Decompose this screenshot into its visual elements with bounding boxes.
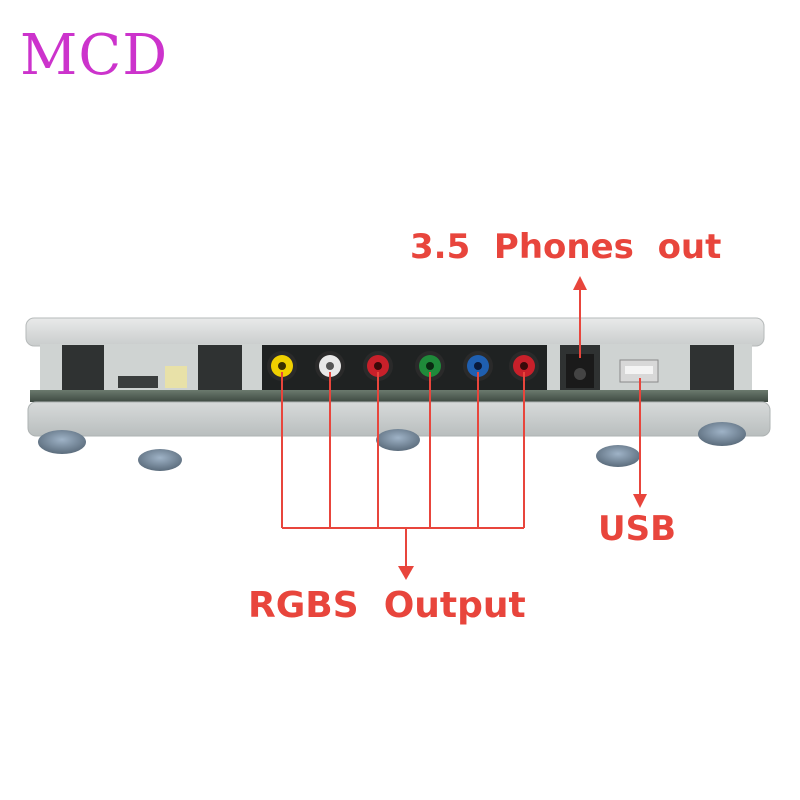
header-pins [118, 376, 158, 388]
usb-arrow-head [633, 494, 647, 508]
component [165, 366, 187, 388]
phones-arrow-head [573, 276, 587, 290]
jack-red-2 [509, 351, 539, 381]
rgbs-bracket-lines [281, 372, 525, 572]
jack-red-1 [363, 351, 393, 381]
rubber-foot [38, 430, 86, 454]
rgbs-arrow-head [398, 566, 414, 580]
jack-white [315, 351, 345, 381]
connector-block-left [62, 345, 104, 391]
rubber-foot [698, 422, 746, 446]
pcb-board [30, 390, 768, 402]
audio-jack-3-5mm [566, 354, 594, 388]
rgbs-output-label: RGBS Output [248, 585, 526, 626]
jack-green [415, 351, 445, 381]
connector-block [198, 345, 242, 391]
top-acrylic-plate [25, 317, 765, 347]
usb-label: USB [598, 509, 677, 549]
rubber-foot [376, 429, 420, 451]
rubber-foot [138, 449, 182, 471]
phones-out-label: 3.5 Phones out [410, 227, 722, 267]
jack-yellow [267, 351, 297, 381]
jack-blue [463, 351, 493, 381]
connector-block-right [690, 345, 734, 391]
brand-logo: MCD [20, 23, 169, 88]
jack-panel [262, 345, 547, 391]
rubber-foot [596, 445, 640, 467]
